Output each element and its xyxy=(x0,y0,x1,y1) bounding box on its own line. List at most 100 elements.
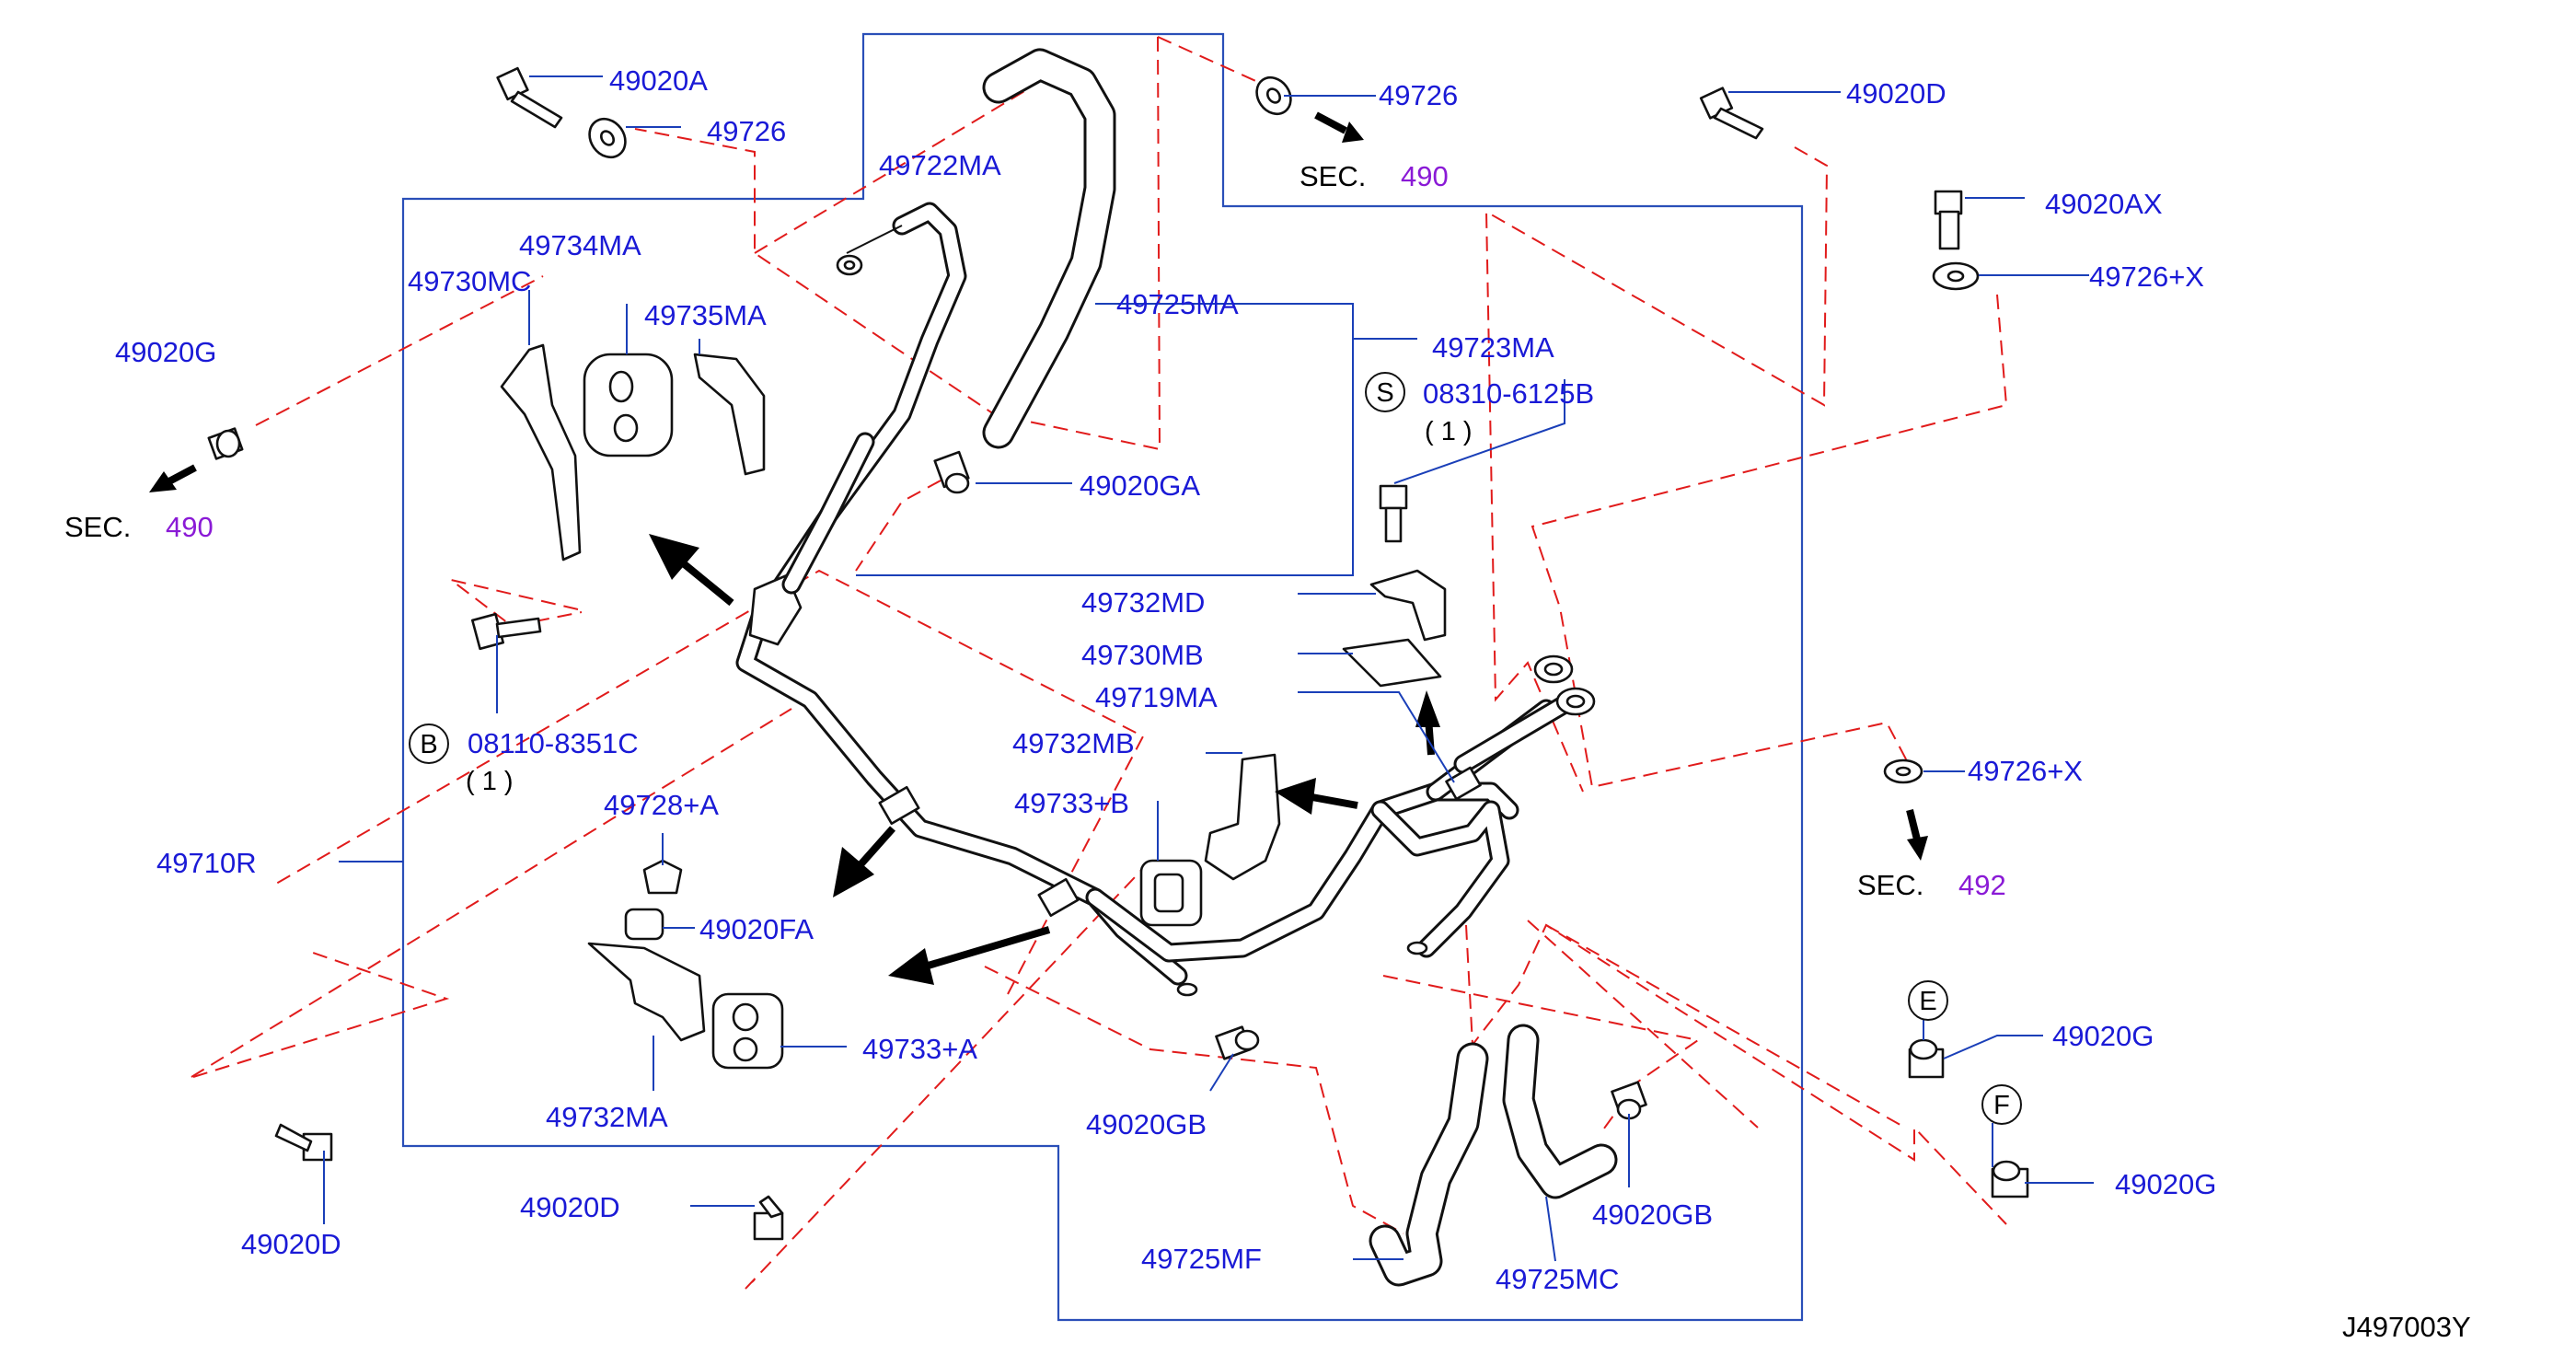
insulator-49733B xyxy=(1139,859,1203,927)
label-49719MA: 49719MA xyxy=(1095,681,1218,713)
clip-49020GB-right xyxy=(1611,1081,1647,1120)
label-49020GB-left: 49020GB xyxy=(1086,1108,1207,1140)
svg-text:SEC.: SEC. xyxy=(64,511,131,543)
bolt-49020D-bottom-left xyxy=(274,1123,333,1162)
svg-text:S: S xyxy=(1376,378,1393,408)
label-49725MA: 49725MA xyxy=(1116,288,1239,320)
bracket-49730MB xyxy=(1342,638,1442,688)
label-49020GA: 49020GA xyxy=(1080,469,1200,502)
label-49726X-top: 49726+X xyxy=(2089,260,2204,293)
callout-circle-F: F xyxy=(1981,1084,2022,1125)
qty-S: ( 1 ) xyxy=(1425,417,1473,446)
hose-49725MA xyxy=(781,48,1116,595)
label-49726-top: 49726 xyxy=(1379,79,1458,111)
washer-49726-top xyxy=(1255,75,1292,116)
bolt-49020AX xyxy=(1934,190,1963,250)
clip-49020G-F xyxy=(1991,1160,2029,1198)
main-cooler-pipe-49710R xyxy=(735,596,1596,997)
washer-49726X-top xyxy=(1932,261,1980,291)
label-49725MF: 49725MF xyxy=(1141,1243,1262,1275)
section-ref-490-top: SEC. 490 xyxy=(1300,160,1449,192)
label-49722MA: 49722MA xyxy=(879,149,1001,181)
callout-circle-E: E xyxy=(1908,980,1948,1021)
clip-49020GB-left xyxy=(1215,1025,1260,1060)
label-49732MD: 49732MD xyxy=(1081,586,1205,619)
label-49733A: 49733+A xyxy=(862,1033,977,1065)
label-49732MA: 49732MA xyxy=(546,1101,668,1133)
label-49020D-bottom: 49020D xyxy=(520,1191,620,1223)
label-49734MA: 49734MA xyxy=(519,229,641,261)
banjo-hole xyxy=(1543,662,1564,677)
label-49735MA: 49735MA xyxy=(644,299,767,331)
pipe-clamp xyxy=(1445,766,1482,801)
assembly-frame xyxy=(401,32,1804,1322)
label-49020D-top: 49020D xyxy=(1846,77,1946,110)
label-49020G-F: 49020G xyxy=(2115,1168,2216,1200)
pipe-end xyxy=(1406,941,1428,955)
direction-arrows xyxy=(149,111,1928,985)
hose-49725MF xyxy=(1369,1042,1489,1287)
label-08310-6125B: 08310-6125B xyxy=(1423,377,1594,410)
svg-text:B: B xyxy=(420,730,437,759)
label-49020A: 49020A xyxy=(609,64,708,97)
clamp-49735MA xyxy=(693,353,766,476)
label-49020FA: 49020FA xyxy=(699,913,814,945)
pipe-end xyxy=(1176,982,1198,997)
section-ref-492: SEC. 492 xyxy=(1857,869,2006,901)
washer-49726X-right xyxy=(1883,758,1923,784)
svg-text:F: F xyxy=(1993,1091,2010,1120)
svg-text:SEC.: SEC. xyxy=(1300,160,1366,192)
svg-text:SEC.: SEC. xyxy=(1857,869,1923,901)
label-49732MB: 49732MB xyxy=(1012,727,1135,759)
bolt-49020G-left xyxy=(207,427,244,460)
clamp-49732MD xyxy=(1369,569,1447,642)
section-ref-490-left: SEC. 490 xyxy=(64,511,214,543)
clip-49020GA xyxy=(933,450,970,494)
svg-text:490: 490 xyxy=(1401,160,1449,192)
svg-text:490: 490 xyxy=(166,511,214,543)
label-49020AX: 49020AX xyxy=(2045,188,2163,220)
part-labels: 49020A 49726 49722MA 49726 49020D 49020A… xyxy=(115,64,2216,1295)
label-49728A: 49728+A xyxy=(604,789,719,821)
label-49730MC: 49730MC xyxy=(408,265,531,297)
label-49710R: 49710R xyxy=(156,847,257,879)
grommet-49728A xyxy=(642,859,683,895)
banjo-hole xyxy=(1565,694,1586,709)
label-49726X-right: 49726+X xyxy=(1968,755,2083,787)
callout-circle-B: B xyxy=(409,724,449,764)
label-49020D-bottom-left: 49020D xyxy=(241,1228,341,1260)
label-49730MB: 49730MB xyxy=(1081,639,1204,671)
svg-text:492: 492 xyxy=(1958,869,2006,901)
clip-49020G-E xyxy=(1908,1038,1945,1079)
washer-49726-top-left xyxy=(588,117,627,159)
label-49733B: 49733+B xyxy=(1014,787,1129,819)
pipe-clamp xyxy=(878,785,920,826)
label-08110-8351C: 08110-8351C xyxy=(468,727,639,759)
pipe-clamp xyxy=(1037,877,1080,918)
label-49020GB-right: 49020GB xyxy=(1592,1198,1713,1231)
bracket-49730MC xyxy=(500,343,582,561)
callout-circle-S: S xyxy=(1365,372,1405,412)
label-49725MC: 49725MC xyxy=(1496,1263,1619,1295)
insulator-49020FA xyxy=(624,908,664,941)
hose-49725MC xyxy=(1502,1024,1618,1199)
insulator-49734MA xyxy=(583,353,674,457)
label-49726-top-left: 49726 xyxy=(707,115,786,147)
return-hose-49722MA xyxy=(748,202,967,646)
bolt-08110-8351C xyxy=(471,612,542,651)
drawing-code: J497003Y xyxy=(2342,1311,2471,1343)
bolt-49020D-bottom xyxy=(753,1195,784,1241)
bolt-08310-6125B xyxy=(1379,484,1408,543)
bolt-49020D-top xyxy=(1699,87,1764,140)
insulator-49733A xyxy=(711,992,784,1070)
svg-text:E: E xyxy=(1919,987,1936,1016)
clamp-49732MA xyxy=(587,942,706,1042)
label-49020G-E: 49020G xyxy=(2052,1020,2154,1052)
hose-end-hole xyxy=(843,260,856,271)
label-49020G-left: 49020G xyxy=(115,336,216,368)
leader-lines xyxy=(323,75,2094,1262)
qty-B: ( 1 ) xyxy=(466,767,514,796)
clamp-49732MB xyxy=(1204,753,1281,881)
bolt-49020A xyxy=(496,66,563,129)
